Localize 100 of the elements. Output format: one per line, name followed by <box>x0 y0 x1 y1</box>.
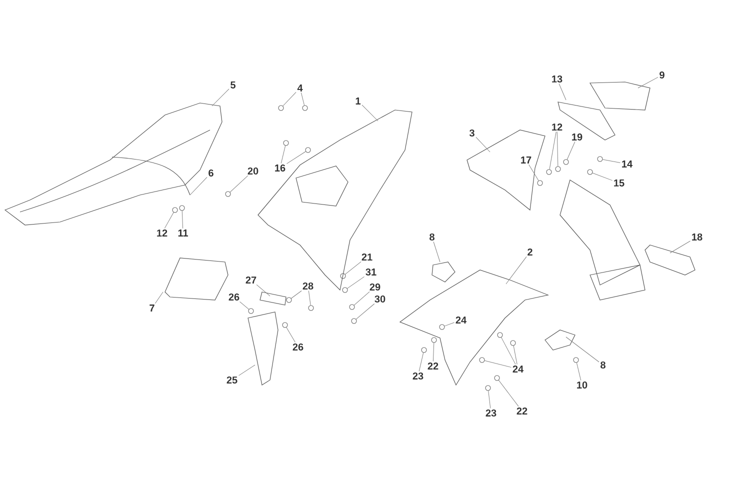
callout-number: 24 <box>456 316 466 324</box>
callout-number: 26 <box>292 343 304 351</box>
leader-line <box>212 88 230 106</box>
fastener <box>340 273 346 279</box>
callout-number: 5 <box>230 82 236 88</box>
fastener <box>537 180 543 186</box>
leader-line <box>240 302 250 310</box>
callout-number: 7 <box>150 304 154 312</box>
callout-number: 8 <box>600 361 606 369</box>
callout-number: 23 <box>412 372 424 380</box>
leader-line <box>444 322 454 326</box>
leader-line <box>290 290 302 299</box>
callout-number: 17 <box>521 156 532 164</box>
callout-number: 22 <box>428 362 438 370</box>
leader-line <box>506 256 527 284</box>
callout-number: 8 <box>430 233 434 241</box>
leader-line <box>558 84 566 100</box>
leader-line <box>549 131 556 170</box>
leader-line <box>344 261 362 275</box>
leader-line <box>576 362 582 381</box>
leader-line <box>256 284 270 296</box>
leader-line <box>282 92 296 106</box>
leader-line <box>182 210 184 229</box>
fastener <box>597 156 603 162</box>
callout-number: 26 <box>228 293 240 301</box>
callout-number: 27 <box>246 276 256 284</box>
fastener <box>351 318 357 324</box>
leader-line <box>362 104 378 122</box>
leader-line <box>356 304 375 320</box>
leader-line <box>498 380 519 407</box>
fastener <box>286 297 292 303</box>
leader-line <box>592 172 612 181</box>
leader-line <box>230 176 248 192</box>
callout-number: 13 <box>552 75 562 83</box>
leader-line <box>528 164 539 181</box>
leader-line <box>501 337 516 365</box>
callout-number: 9 <box>660 71 664 79</box>
fastener <box>546 169 552 175</box>
leader-line <box>638 76 658 88</box>
callout-number: 16 <box>275 164 286 172</box>
leader-line <box>354 292 370 306</box>
leader-line <box>432 342 434 362</box>
callout-number: 20 <box>248 167 258 175</box>
callout-number: 28 <box>302 282 314 290</box>
leader-line <box>566 142 576 160</box>
leader-line <box>556 131 558 166</box>
leader-line <box>484 360 512 368</box>
callout-number: 25 <box>226 376 238 384</box>
callout-number: 19 <box>572 133 582 141</box>
fastener <box>439 324 445 330</box>
fastener <box>248 308 254 314</box>
leader-line <box>602 159 620 163</box>
leader-line <box>280 145 286 164</box>
fastener <box>555 166 561 172</box>
leader-line <box>670 240 690 254</box>
fastener <box>305 147 311 153</box>
fastener <box>587 169 593 175</box>
callout-number: 30 <box>374 295 386 303</box>
leader-line <box>238 364 256 376</box>
callout-number: 21 <box>362 254 372 260</box>
callout-number: 11 <box>178 230 188 236</box>
callout-number: 12 <box>157 230 168 236</box>
leader-line <box>286 327 296 343</box>
fastener <box>225 191 231 197</box>
leader-line <box>433 242 440 262</box>
callout-number: 15 <box>614 180 624 186</box>
callout-number: 24 <box>512 366 524 372</box>
callout-number: 1 <box>356 98 360 104</box>
callout-number: 31 <box>366 268 376 276</box>
leader-line <box>164 212 174 229</box>
fastener <box>510 340 516 346</box>
leader-line <box>154 292 164 304</box>
fastener <box>349 304 355 310</box>
fastener <box>302 105 308 111</box>
leader-line <box>300 92 305 106</box>
fastener <box>308 305 314 311</box>
fastener <box>172 207 178 213</box>
fastener <box>431 337 437 343</box>
fastener <box>282 322 288 328</box>
fastener <box>497 332 503 338</box>
fastener <box>342 287 348 293</box>
fastener <box>485 385 491 391</box>
callout-number: 14 <box>622 160 632 168</box>
leader-line <box>347 276 364 289</box>
callout-number: 22 <box>516 408 528 414</box>
leader-line <box>308 290 311 306</box>
leader-line <box>476 136 490 152</box>
fastener <box>421 347 427 353</box>
callout-number: 2 <box>528 248 532 256</box>
callout-number: 23 <box>486 409 496 417</box>
leader-line <box>190 176 208 196</box>
callout-number: 3 <box>469 129 474 137</box>
fastener <box>179 205 185 211</box>
fastener <box>479 357 485 363</box>
fastener <box>494 375 500 381</box>
callout-number: 4 <box>297 84 303 92</box>
fastener <box>278 105 284 111</box>
fastener <box>573 357 579 363</box>
leader-line <box>418 352 424 372</box>
callout-number: 29 <box>370 283 380 291</box>
